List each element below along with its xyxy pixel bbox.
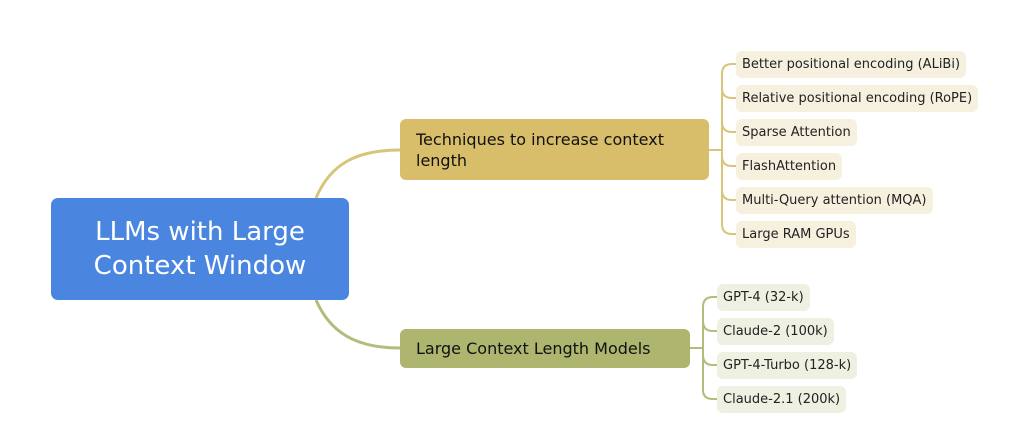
leaf-sparse-attention[interactable]: Sparse Attention (736, 119, 857, 146)
root-topic-line2: Context Window (93, 251, 307, 281)
branch-models-label: Large Context Length Models (416, 339, 651, 358)
leaf-large-ram-gpus[interactable]: Large RAM GPUs (736, 221, 856, 248)
leaf-gpt4-turbo[interactable]: GPT-4-Turbo (128-k) (717, 352, 858, 379)
branch-models[interactable]: Large Context Length Models (400, 329, 690, 368)
leaf-flashattention[interactable]: FlashAttention (736, 153, 843, 180)
leaf-claude-2[interactable]: Claude-2 (100k) (717, 318, 834, 345)
branch-techniques-label: Techniques to increase context length (416, 129, 664, 170)
connector-root-to-models (314, 299, 401, 350)
leaf-rope[interactable]: Relative positional encoding (RoPE) (736, 85, 979, 112)
leaf-claude-2-1[interactable]: Claude-2.1 (200k) (717, 386, 847, 413)
branch-techniques[interactable]: Techniques to increase context length (400, 119, 709, 180)
connector-root-to-techniques (314, 148, 401, 199)
leaf-gpt4-32k[interactable]: GPT-4 (32-k) (717, 284, 810, 311)
leaf-alibi[interactable]: Better positional encoding (ALiBi) (736, 51, 967, 78)
root-topic-line1: LLMs with Large (95, 217, 305, 247)
bracket-techniques (709, 63, 736, 235)
bracket-models (690, 296, 717, 400)
leaf-mqa[interactable]: Multi-Query attention (MQA) (736, 187, 933, 214)
root-topic[interactable]: LLMs with Large Context Window (51, 198, 349, 300)
